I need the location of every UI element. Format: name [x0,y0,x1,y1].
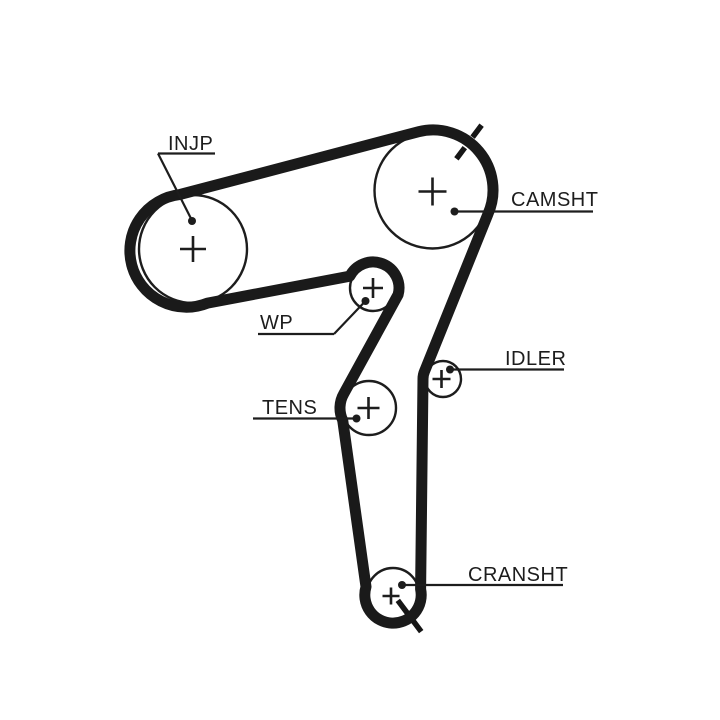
idler-label-text: IDLER [505,348,566,370]
cransht-plus-icon [382,587,400,605]
camsht-timing-mark-icon [454,123,484,161]
label-wp: WP [258,297,370,336]
label-camsht: CAMSHT [450,189,598,216]
camsht-leader-dot [450,207,459,216]
injp-plus-icon [180,236,206,262]
tens-leader-dot [352,414,361,423]
label-cransht: CRANSHT [398,564,568,589]
injp-label-text: INJP [168,133,213,155]
wp-plus-icon [363,278,383,298]
label-idler: IDLER [446,348,566,374]
wp-leader-dot [361,297,370,305]
pulley-centers [180,177,451,605]
wp-leader-line [258,300,366,336]
cransht-timing-mark-icon [395,598,424,634]
idler-leader-dot [446,365,454,374]
label-tens: TENS [253,397,361,423]
injp-leader-line [157,152,215,221]
camsht-plus-icon [418,177,447,206]
idler-plus-icon [432,370,451,388]
cransht-label-text: CRANSHT [468,564,568,586]
tens-label-text: TENS [262,397,317,419]
cransht-leader-dot [398,581,406,589]
camsht-label-text: CAMSHT [511,189,598,211]
tens-plus-icon [357,397,380,419]
injp-leader-dot [188,217,196,225]
label-injp: INJP [157,133,215,225]
timing-belt-path [124,124,499,629]
wp-label-text: WP [260,312,293,334]
